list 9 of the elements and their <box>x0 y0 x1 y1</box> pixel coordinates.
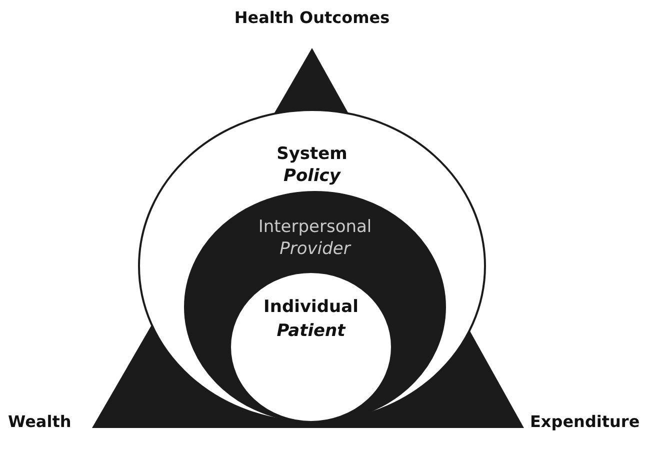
corner-label: Expenditure <box>530 412 640 431</box>
level-subheading: Patient <box>276 321 347 341</box>
level-subheading: Policy <box>282 166 342 186</box>
level-heading: Interpersonal <box>257 217 373 237</box>
corner-label: Health Outcomes <box>234 8 390 27</box>
level-subheading: Provider <box>278 239 352 259</box>
corner-label: Wealth <box>8 412 72 431</box>
level-heading: System <box>276 144 348 164</box>
level-heading: Individual <box>262 297 360 317</box>
